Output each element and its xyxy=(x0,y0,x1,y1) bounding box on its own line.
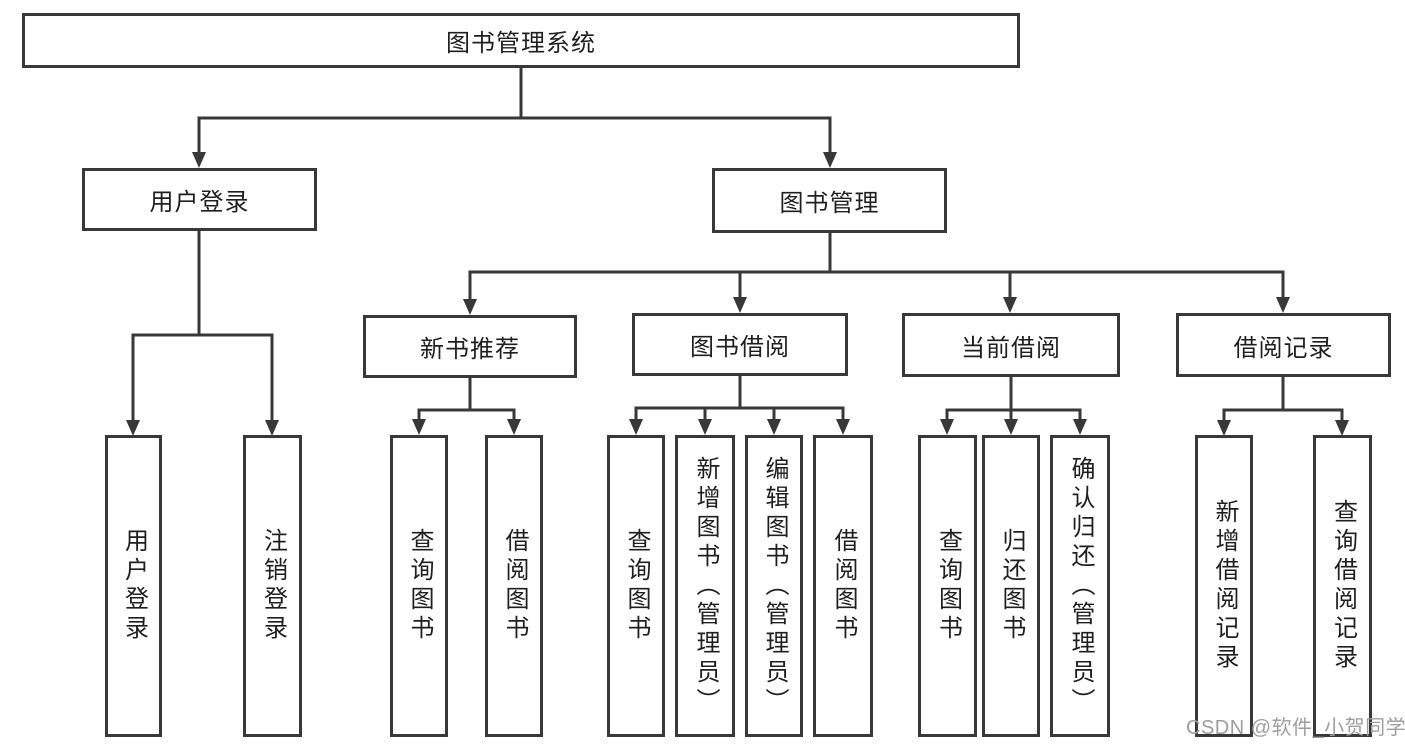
leaf-logout: 注销登录 xyxy=(243,435,302,737)
node-borrow-record: 借阅记录 xyxy=(1176,313,1391,377)
connector-borrow-record-children xyxy=(1217,377,1349,436)
connector-current-borrow-children xyxy=(940,377,1087,435)
connector-user-login-children xyxy=(126,231,279,436)
node-new-book-recommend: 新书推荐 xyxy=(363,315,577,378)
connector-new-book-children xyxy=(412,378,521,435)
leaf-record-query-borrow-record: 查询借阅记录 xyxy=(1313,435,1372,737)
csdn-watermark: CSDN @软件_小贺同学 xyxy=(1186,717,1405,739)
node-current-borrow: 当前借阅 xyxy=(902,313,1120,377)
leaf-newbook-borrow-books: 借阅图书 xyxy=(485,435,543,737)
leaf-current-return-books: 归还图书 xyxy=(982,435,1040,737)
leaf-current-query-books: 查询图书 xyxy=(918,435,977,737)
connector-root-to-level2 xyxy=(192,68,837,168)
node-user-login: 用户登录 xyxy=(82,168,317,231)
leaf-borrow-query-books: 查询图书 xyxy=(607,435,665,737)
leaf-current-confirm-return-admin: 确认归还（管理员） xyxy=(1050,435,1110,737)
leaf-record-add-borrow-record: 新增借阅记录 xyxy=(1195,435,1253,737)
leaf-user-login: 用户登录 xyxy=(105,435,162,737)
connector-book-mgmt-children xyxy=(463,233,1290,315)
node-root: 图书管理系统 xyxy=(22,13,1020,68)
leaf-borrow-edit-books-admin: 编辑图书（管理员） xyxy=(745,435,803,737)
leaf-borrow-borrow-books: 借阅图书 xyxy=(813,435,873,737)
node-book-management: 图书管理 xyxy=(712,168,947,233)
connector-book-borrow-children xyxy=(629,376,850,435)
node-book-borrow: 图书借阅 xyxy=(632,313,848,376)
leaf-newbook-query-books: 查询图书 xyxy=(390,435,448,737)
leaf-borrow-add-books-admin: 新增图书（管理员） xyxy=(675,435,735,737)
